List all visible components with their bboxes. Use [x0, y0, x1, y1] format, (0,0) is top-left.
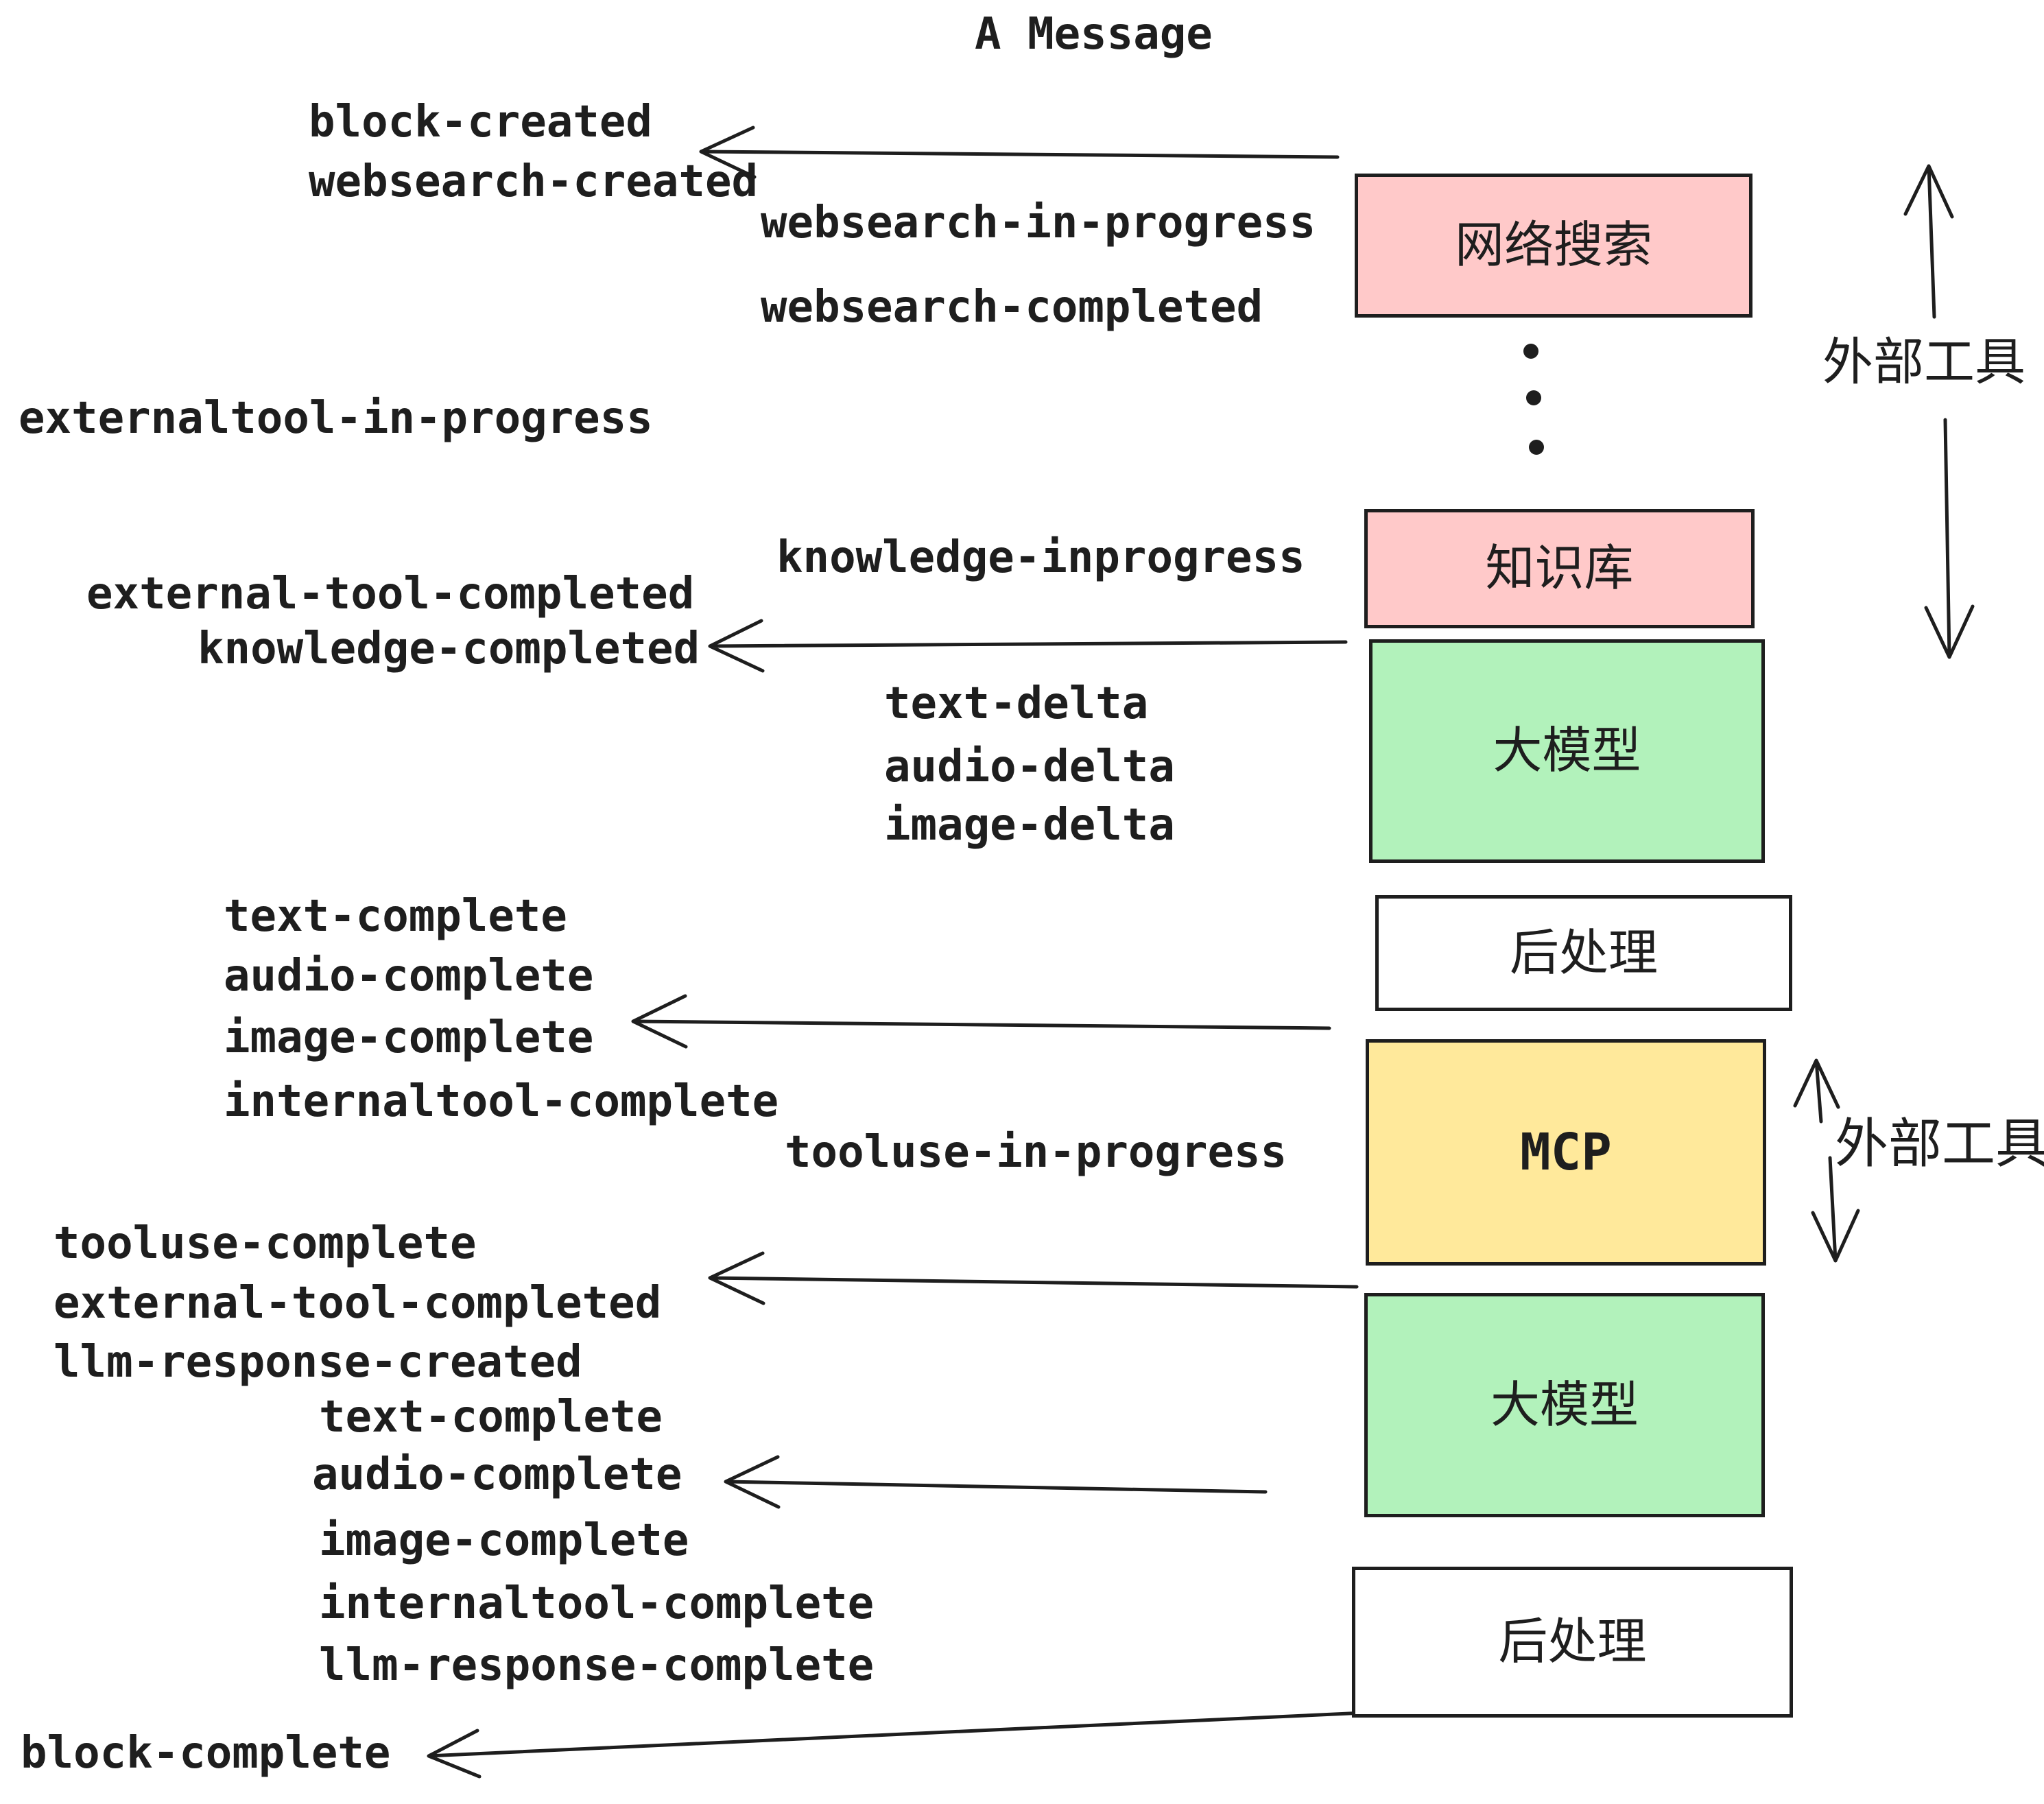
event-internaltool-complete-2: internaltool-complete: [319, 1578, 875, 1629]
event-image-complete-2: image-complete: [319, 1515, 689, 1566]
arrow-mcp-to-toolusecomplete-icon: [708, 1251, 1359, 1305]
box-websearch: 网络搜索: [1355, 174, 1752, 318]
arrow-up-external-tools-top-icon: [1903, 164, 1954, 319]
event-knowledge-completed: knowledge-completed: [198, 624, 700, 674]
event-externaltool-in-progress: externaltool-in-progress: [19, 393, 653, 444]
ellipsis-dots-icon: [1523, 344, 1544, 455]
event-knowledge-inprogress: knowledge-inprogress: [776, 532, 1305, 583]
event-websearch-created: websearch-created: [309, 156, 759, 207]
event-audio-complete: audio-complete: [224, 951, 594, 1001]
box-mcp-label: MCP: [1520, 1123, 1612, 1182]
arrow-postprocess-to-imagecomplete-icon: [631, 994, 1331, 1049]
event-llm-response-complete: llm-response-complete: [319, 1640, 875, 1691]
diagram-title: A Message: [975, 9, 1213, 60]
box-llm-bottom-label: 大模型: [1490, 1377, 1639, 1433]
event-tooluse-in-progress: tooluse-in-progress: [785, 1127, 1287, 1178]
arrow-llm-to-audiocomplete-icon: [724, 1455, 1268, 1509]
box-knowledge-label: 知识库: [1485, 541, 1634, 596]
box-llm-top: 大模型: [1369, 639, 1765, 863]
event-websearch-completed: websearch-completed: [761, 282, 1263, 333]
event-text-complete-2: text-complete: [319, 1392, 663, 1443]
event-block-complete: block-complete: [21, 1728, 391, 1779]
event-internaltool-complete: internaltool-complete: [224, 1076, 779, 1127]
event-external-tool-completed: external-tool-completed: [86, 569, 695, 619]
event-audio-complete-2: audio-complete: [312, 1449, 682, 1500]
box-postprocess-bottom: 后处理: [1352, 1567, 1793, 1718]
arrow-postprocess-to-blockcomplete-icon: [427, 1711, 1366, 1779]
box-websearch-label: 网络搜索: [1454, 218, 1652, 273]
box-postprocess-bottom-label: 后处理: [1498, 1615, 1647, 1670]
arrow-down-external-tools-top-icon: [1924, 418, 1975, 659]
box-knowledge: 知识库: [1364, 509, 1755, 628]
annotation-external-tools-mcp: 外部工具: [1835, 1113, 2044, 1174]
event-audio-delta: audio-delta: [884, 741, 1175, 792]
event-image-delta: image-delta: [884, 800, 1175, 851]
event-text-complete: text-complete: [224, 891, 567, 942]
box-llm-bottom: 大模型: [1364, 1293, 1765, 1517]
box-postprocess-top-label: 后处理: [1509, 925, 1658, 981]
box-llm-top-label: 大模型: [1493, 724, 1641, 779]
annotation-external-tools-top: 外部工具: [1822, 333, 2025, 390]
event-image-complete: image-complete: [224, 1012, 594, 1063]
event-text-delta: text-delta: [884, 678, 1149, 729]
arrow-knowledge-to-completed-icon: [708, 619, 1348, 673]
arrow-websearch-to-blockcreated-icon: [699, 126, 1340, 179]
event-llm-response-created: llm-response-created: [54, 1337, 582, 1388]
box-mcp: MCP: [1366, 1039, 1766, 1266]
event-external-tool-completed-2: external-tool-completed: [54, 1278, 662, 1329]
event-websearch-in-progress: websearch-in-progress: [761, 198, 1316, 248]
arrow-up-external-tools-mcp-icon: [1793, 1058, 1840, 1124]
event-block-created: block-created: [309, 97, 652, 147]
box-postprocess-top: 后处理: [1375, 895, 1792, 1011]
event-tooluse-complete: tooluse-complete: [54, 1218, 477, 1269]
